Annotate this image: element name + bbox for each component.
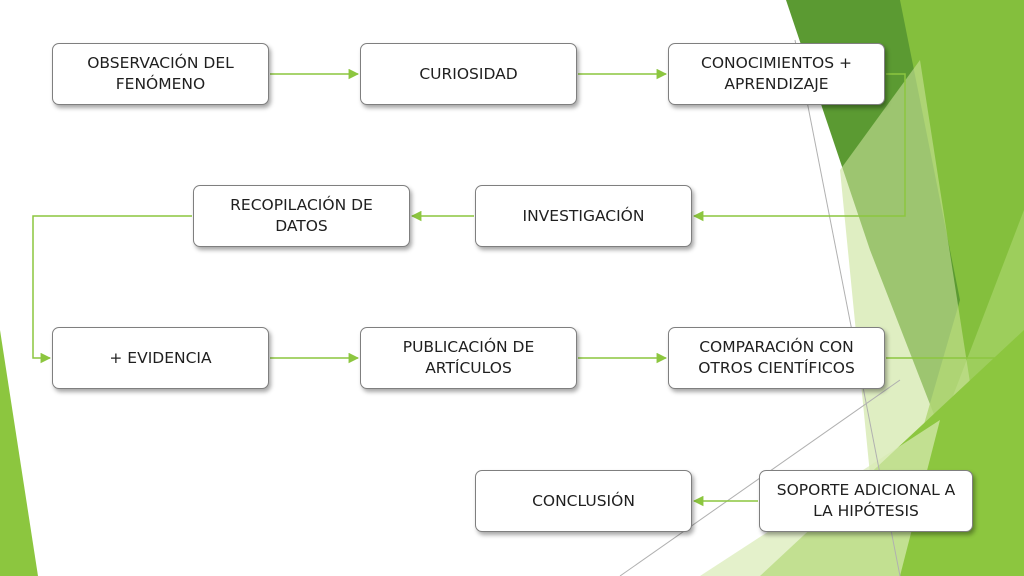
node-label-line: CURIOSIDAD [419,64,518,83]
node-label-line: CONOCIMIENTOS + [701,54,852,72]
node-label-line: DATOS [275,217,328,235]
node-label-line: FENÓMENO [115,75,206,93]
node-label-line: PUBLICACIÓN DE [402,338,535,356]
node-label-line: APRENDIZAJE [724,75,829,93]
node-label-line: INVESTIGACIÓN [522,206,645,225]
node-publicacion: PUBLICACIÓN DE ARTÍCULOS [360,327,577,389]
node-label-line: ARTÍCULOS [425,359,512,377]
node-curiosidad: CURIOSIDAD [360,43,577,105]
connector-recopilacion-to-evidencia [32,215,192,364]
node-evidencia: + EVIDENCIA [52,327,269,389]
node-conocimientos: CONOCIMIENTOS + APRENDIZAJE [668,43,885,105]
node-label-line: COMPARACIÓN CON [699,338,854,356]
node-investigacion: INVESTIGACIÓN [475,185,692,247]
node-conclusion: CONCLUSIÓN [475,470,692,532]
node-label-line: OTROS CIENTÍFICOS [698,359,855,377]
node-label-line: OBSERVACIÓN DEL [87,54,234,72]
connector-conocimientos-to-investigacion [692,73,906,222]
node-soporte: SOPORTE ADICIONAL A LA HIPÓTESIS [759,470,973,532]
node-label-line: RECOPILACIÓN DE [230,196,373,214]
node-label-line: LA HIPÓTESIS [813,502,919,520]
node-observacion: OBSERVACIÓN DEL FENÓMENO [52,43,269,105]
node-label-line: + EVIDENCIA [109,348,212,367]
node-label-line: SOPORTE ADICIONAL A [776,481,956,499]
node-label-line: CONCLUSIÓN [532,491,635,510]
node-comparacion: COMPARACIÓN CON OTROS CIENTÍFICOS [668,327,885,389]
node-recopilacion: RECOPILACIÓN DE DATOS [193,185,410,247]
bg-shape-left [0,330,38,576]
